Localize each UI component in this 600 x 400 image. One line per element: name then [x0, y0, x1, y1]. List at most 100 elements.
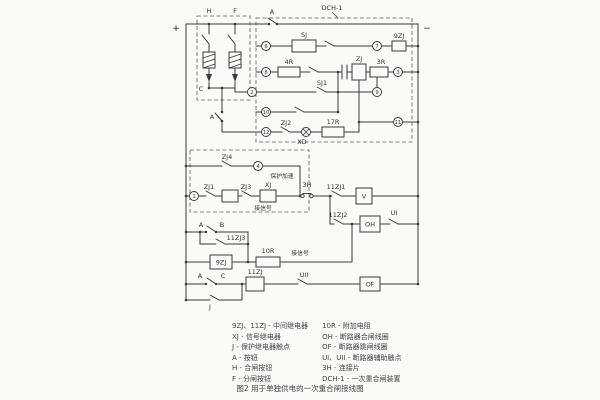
figure-caption: 图2 用于单独供电的一次重合闸接线图 — [236, 384, 364, 393]
legend-item: 9ZJ、11ZJ - 中间继电器 — [232, 322, 309, 330]
legend: 9ZJ、11ZJ - 中间继电器 XJ - 信号继电器 J - 保护继电器触点 … — [232, 321, 401, 384]
terminal-3: 3 — [393, 67, 403, 77]
svg-text:11: 11 — [395, 120, 402, 126]
relay-9zj-coil — [391, 40, 407, 52]
terminal-6: 6 — [261, 41, 271, 51]
dch-row-zj: 8 4R ZJ 3R 3 — [255, 55, 420, 81]
dch1-label: DCH-1 — [322, 4, 343, 12]
legend-column-right: 10R - 附加电阻 OH - 断路器合闸线圈 OF - 断路器跳闸线圈 UI、… — [322, 321, 401, 384]
legend-item: UI、UII - 断路器辅助触点 — [322, 353, 402, 362]
resistor-10r-label: 10R — [262, 247, 275, 255]
contact-zj2-label: ZJ2 — [281, 119, 292, 127]
svg-text:8: 8 — [264, 70, 267, 76]
relay-9zj-row: 9ZJ 10R 接信号 — [184, 223, 353, 270]
power-rails: + − — [172, 23, 431, 301]
button-a-top-label: A — [270, 8, 275, 16]
legend-item: DCH-1 - 一次重合闸装置 — [322, 374, 401, 383]
resistor-4r-label: 4R — [285, 58, 294, 66]
link-3h-label: 3H — [302, 181, 311, 189]
device-v-label: V — [362, 193, 367, 201]
contact-zj1-label: ZJ1 — [204, 183, 215, 191]
reclose-output-branch: 11ZJ1 V 11ZJ2 OH UI — [312, 183, 420, 233]
terminal-12: 12 — [261, 127, 271, 137]
start-row: A B 11ZJ3 — [184, 221, 250, 263]
legend-item: F - 分闸按钮 — [232, 374, 272, 383]
closing-coil-oh-label: OH — [365, 221, 375, 229]
trip-row: A C 11ZJ UII OF — [184, 268, 420, 292]
signal-relay-xj — [259, 189, 277, 203]
protection-contact-j-label: J — [208, 303, 211, 311]
dch-row-sj1: 2 SJ1 9 — [247, 76, 382, 97]
button-a-label: A — [199, 221, 204, 229]
hold-contact-11zj3-label: 11ZJ3 — [227, 234, 246, 242]
time-relay-sj — [291, 39, 317, 53]
button-c-label: C — [221, 272, 226, 280]
svg-text:6: 6 — [264, 44, 267, 50]
legend-item: OH - 断路器合闸线圈 — [322, 332, 389, 341]
terminal-10: 10 — [261, 107, 271, 117]
dch-row-10: 10 — [255, 71, 340, 117]
terminal-2: 2 — [247, 87, 257, 97]
svg-text:9: 9 — [375, 90, 378, 96]
minus-rail-label: − — [423, 24, 431, 34]
manual-control-box: H F C — [196, 7, 251, 112]
arrow-down — [232, 74, 238, 82]
svg-text:12: 12 — [263, 130, 270, 136]
relay-block — [221, 189, 239, 203]
terminal-9: 9 — [372, 87, 382, 97]
to-signal-note-2: 接信号 — [291, 249, 309, 257]
legend-item: A - 按钮 — [232, 353, 258, 362]
button-a2-label: A — [198, 272, 203, 280]
button-a-manual-label: A — [210, 113, 215, 121]
sj-label: SJ — [301, 31, 307, 39]
dch1-box: DCH-1 — [255, 4, 413, 143]
arrow-down — [206, 74, 212, 82]
terminal-1: 1 — [189, 191, 199, 201]
terminal-8: 8 — [261, 67, 271, 77]
button-a-top: A — [267, 8, 279, 26]
trip-button-label: F — [233, 7, 237, 15]
contact-zj4-label: ZJ4 — [222, 153, 233, 161]
svg-text:3: 3 — [396, 70, 399, 76]
legend-item: XJ - 信号继电器 — [232, 332, 281, 341]
legend-item: J - 保护继电器触点 — [232, 343, 291, 351]
relay-9zj-low-label: 9ZJ — [216, 259, 227, 267]
legend-item: OF - 断路器跳闸线圈 — [322, 343, 388, 351]
legend-item: H - 合闸按钮 — [232, 364, 273, 372]
resistor-17r-label: 17R — [327, 118, 340, 126]
terminal-4: 4 — [253, 161, 263, 171]
relay-zj-label: ZJ — [356, 55, 362, 63]
link-3h: 3H — [300, 181, 314, 199]
svg-text:10: 10 — [263, 110, 270, 116]
lamp-xd-label: XD — [297, 138, 306, 146]
relay-zj-coil — [351, 63, 367, 81]
relay-11zj-coil — [245, 276, 265, 292]
plus-rail-label: + — [172, 24, 180, 34]
legend-column-left: 9ZJ、11ZJ - 中间继电器 XJ - 信号继电器 J - 保护继电器触点 … — [232, 321, 308, 384]
terminal-11: 11 — [393, 117, 403, 127]
aux-contact-uii-label: UII — [300, 271, 309, 279]
signal-relay-xj-label: XJ — [265, 181, 271, 189]
svg-text:1: 1 — [192, 194, 195, 200]
mid-relay-box: ZJ4 4 保护加速 1 ZJ1 ZJ3 XJ 接信号 3H — [184, 149, 314, 213]
resistor-3r-label: 3R — [377, 58, 386, 66]
legend-item: 3H - 连接片 — [322, 364, 360, 372]
relay-9zj-label: 9ZJ — [394, 32, 405, 40]
contact-zj3-label: ZJ3 — [241, 183, 252, 191]
legend-item: 10R - 附加电阻 — [322, 322, 371, 330]
button-a-manual: A — [210, 110, 262, 133]
resistor-17r — [321, 126, 345, 138]
close-button-label: H — [207, 7, 212, 15]
aux-contact-ui-label: UI — [391, 209, 398, 217]
button-b-label: B — [220, 221, 224, 229]
to-signal-note-1: 接信号 — [254, 204, 272, 212]
protection-contact-row: J — [184, 283, 243, 311]
resistor-4r — [277, 66, 301, 78]
acceleration-note: 保护加速 — [270, 172, 293, 180]
dch-row-lamp: 12 ZJ2 XD 17R 11 — [261, 79, 420, 146]
resistor-10r — [255, 256, 281, 268]
svg-text:4: 4 — [256, 164, 260, 170]
contact-11zj2-label: 11ZJ2 — [329, 211, 348, 219]
